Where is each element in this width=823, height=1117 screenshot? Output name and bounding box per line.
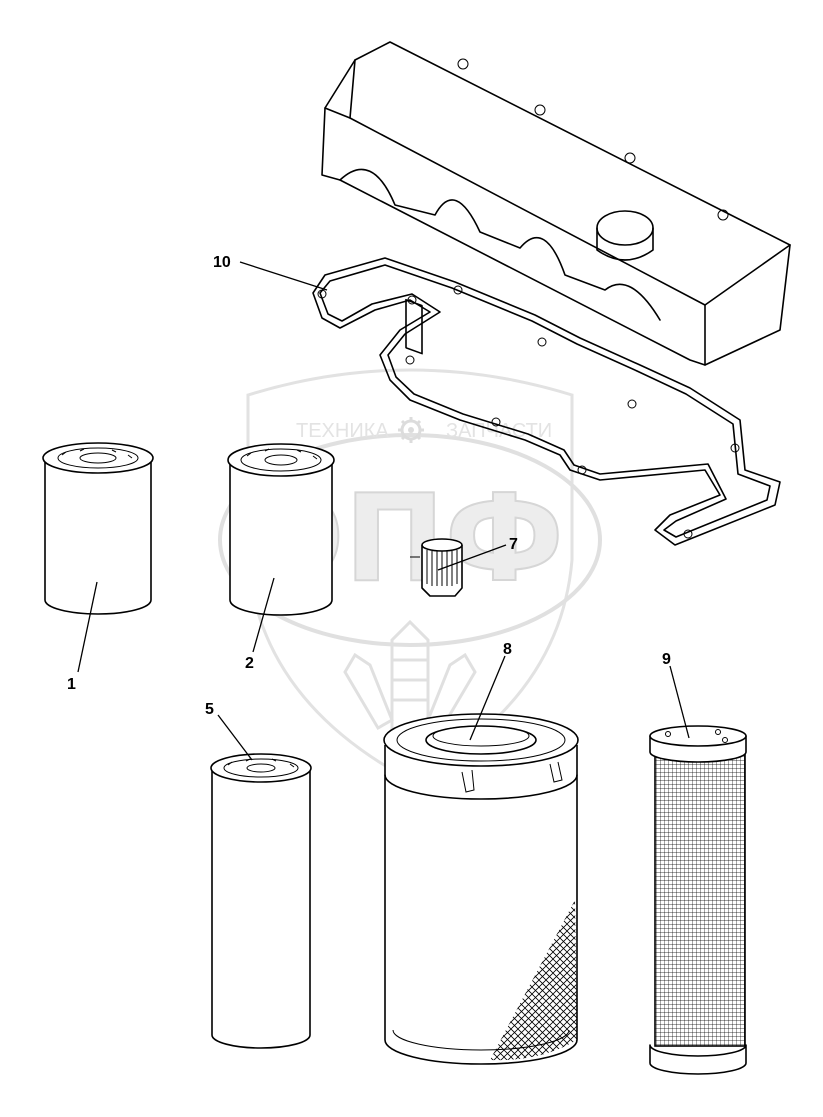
wheat-icon — [343, 619, 477, 732]
air-filter-8 — [383, 713, 579, 1065]
callout-7: 7 — [509, 536, 518, 553]
callout-1: 1 — [67, 676, 76, 693]
callout-5: 5 — [205, 701, 214, 718]
callout-10: 10 — [213, 254, 231, 271]
gear-icon — [398, 417, 424, 443]
callout-9: 9 — [662, 651, 671, 668]
callout-2: 2 — [245, 655, 254, 672]
watermark-text-right: ЗАПЧАСТИ — [446, 420, 552, 442]
breather-element-7 — [410, 538, 463, 597]
callout-labels: 10 7 1 2 5 8 9 — [67, 254, 671, 718]
leader-lines — [77, 261, 690, 761]
valve-cover-gasket — [312, 257, 781, 546]
oil-filter-1 — [42, 442, 154, 615]
safety-air-filter-9 — [649, 725, 747, 1075]
watermark-text-left: ТЕХНИКА — [296, 420, 389, 442]
valve-cover — [321, 41, 791, 366]
fuel-filter-5 — [210, 753, 312, 1049]
oil-filter-2 — [227, 443, 335, 616]
watermark-shield — [246, 368, 574, 782]
callout-8: 8 — [503, 641, 512, 658]
watermark-oval — [218, 433, 602, 647]
